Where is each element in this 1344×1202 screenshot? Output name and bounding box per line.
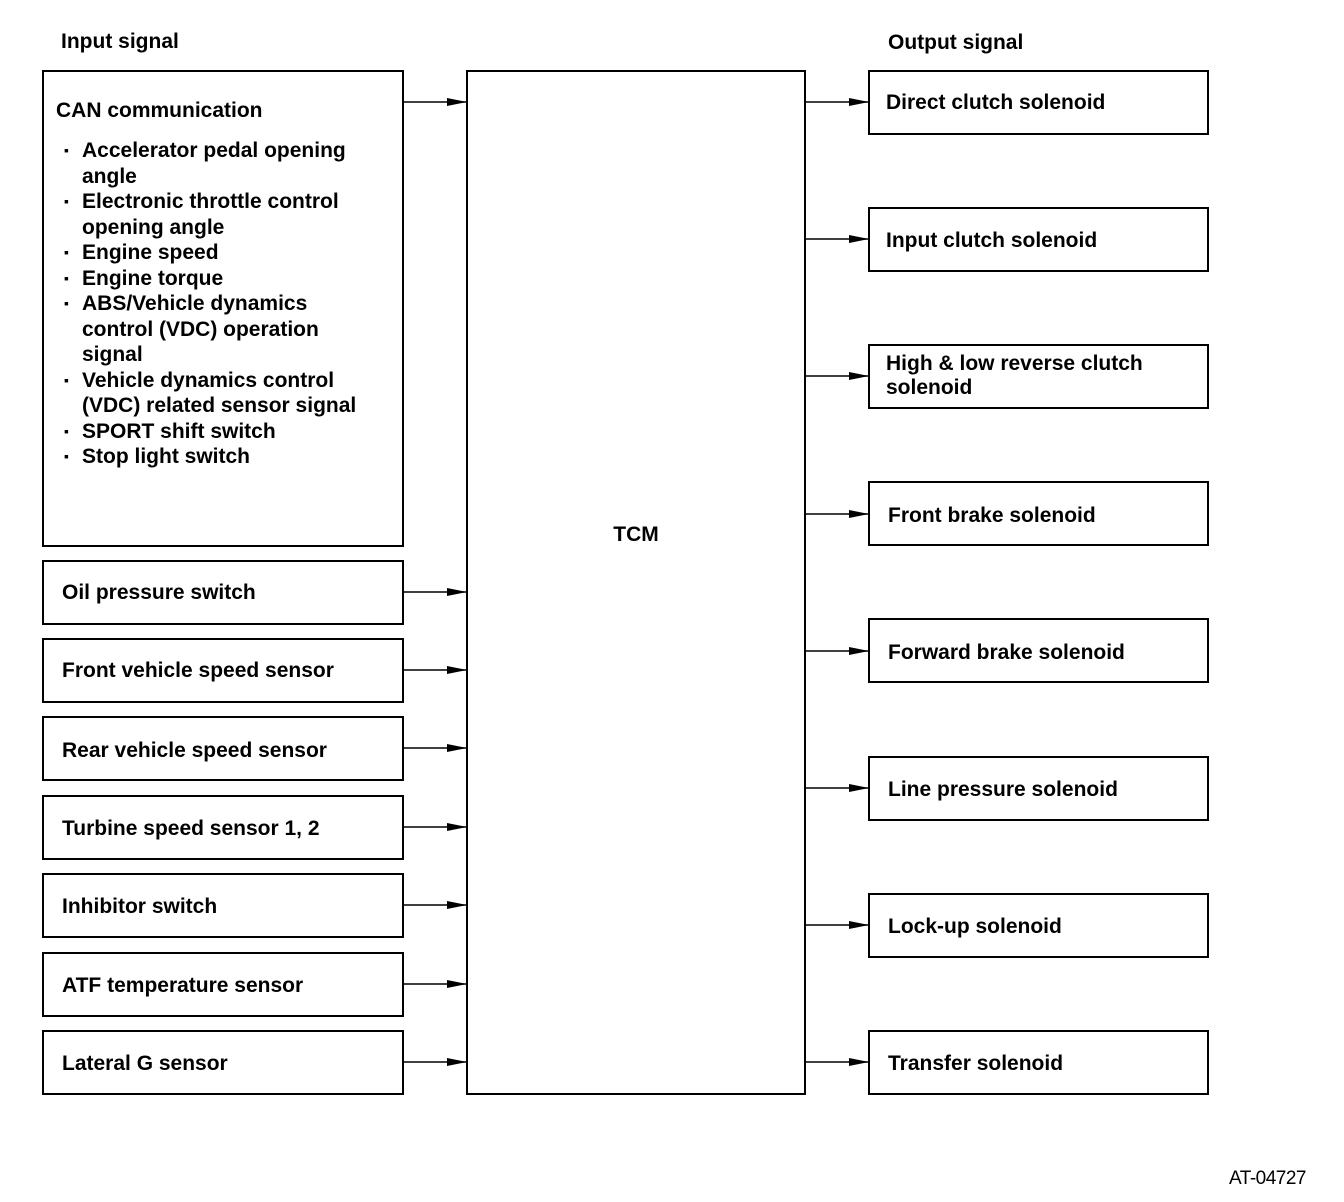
output-box-forward-brake-solenoid: Forward brake solenoid	[868, 618, 1209, 683]
input-label: Lateral G sensor	[62, 1052, 228, 1075]
input-box-lateral-g-sensor: Lateral G sensor	[42, 1030, 404, 1095]
output-box-direct-clutch-solenoid: Direct clutch solenoid	[868, 70, 1209, 135]
output-box-line-pressure-solenoid: Line pressure solenoid	[868, 756, 1209, 821]
output-box-lock-up-solenoid: Lock-up solenoid	[868, 893, 1209, 958]
can-communication-box: CAN communication Accelerator pedal open…	[42, 70, 404, 547]
output-label: Line pressure solenoid	[888, 778, 1118, 801]
input-label: Inhibitor switch	[62, 895, 218, 918]
output-signal-header: Output signal	[888, 31, 1024, 54]
output-label: Forward brake solenoid	[888, 641, 1125, 664]
output-label: Transfer solenoid	[888, 1052, 1064, 1075]
input-label: Rear vehicle speed sensor	[62, 739, 327, 762]
can-signal-item: Engine torque	[64, 266, 356, 292]
can-signal-item: Accelerator pedal opening angle	[64, 138, 356, 189]
can-signal-item: SPORT shift switch	[64, 419, 356, 445]
input-box-inhibitor-switch: Inhibitor switch	[42, 873, 404, 938]
can-signal-item: Engine speed	[64, 240, 356, 266]
figure-code: AT-04727	[1229, 1168, 1306, 1189]
can-signal-item: ABS/Vehicle dynamics control (VDC) opera…	[64, 291, 356, 368]
can-signal-item: Electronic throttle control opening angl…	[64, 189, 356, 240]
tcm-box: TCM	[466, 70, 806, 1095]
can-signal-item: Vehicle dynamics control (VDC) related s…	[64, 368, 356, 419]
input-box-atf-temperature-sensor: ATF temperature sensor	[42, 952, 404, 1017]
output-box-input-clutch-solenoid: Input clutch solenoid	[868, 207, 1209, 272]
input-label: Front vehicle speed sensor	[62, 659, 334, 682]
output-box-front-brake-solenoid: Front brake solenoid	[868, 481, 1209, 546]
output-label: High & low reverse clutch solenoid	[886, 352, 1143, 399]
output-label: Input clutch solenoid	[886, 229, 1098, 252]
input-label: Oil pressure switch	[62, 581, 256, 604]
output-label: Front brake solenoid	[888, 504, 1096, 527]
output-box-transfer-solenoid: Transfer solenoid	[868, 1030, 1209, 1095]
input-label: ATF temperature sensor	[62, 974, 304, 997]
input-box-oil-pressure-switch: Oil pressure switch	[42, 560, 404, 625]
input-box-turbine-speed-sensor: Turbine speed sensor 1, 2	[42, 795, 404, 860]
can-signal-list: Accelerator pedal opening angle Electron…	[64, 138, 356, 470]
output-box-high-low-reverse-clutch-solenoid: High & low reverse clutch solenoid	[868, 344, 1209, 409]
input-box-rear-vehicle-speed-sensor: Rear vehicle speed sensor	[42, 716, 404, 781]
tcm-label: TCM	[613, 523, 659, 546]
can-signal-item: Stop light switch	[64, 444, 356, 470]
input-box-front-vehicle-speed-sensor: Front vehicle speed sensor	[42, 638, 404, 703]
can-communication-title: CAN communication	[56, 99, 263, 122]
input-signal-header: Input signal	[61, 30, 179, 53]
output-label: Lock-up solenoid	[888, 915, 1062, 938]
output-label: Direct clutch solenoid	[886, 91, 1106, 114]
input-label: Turbine speed sensor 1, 2	[62, 817, 320, 840]
